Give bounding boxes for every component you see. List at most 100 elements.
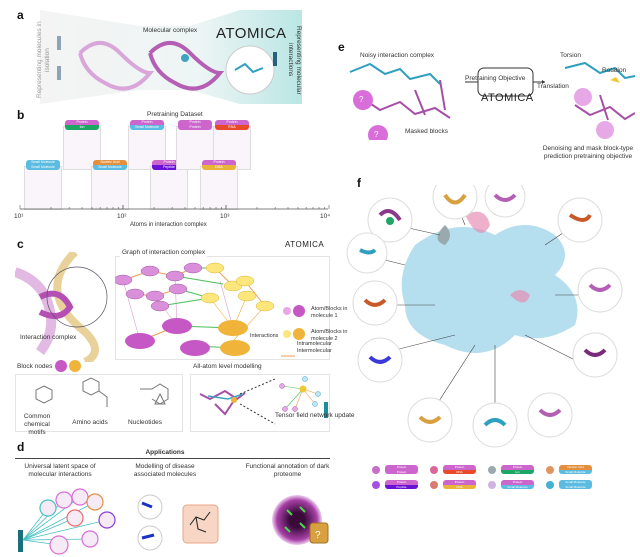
legend-dot — [488, 481, 496, 489]
legend-top: Protein — [443, 465, 476, 470]
legend-bottom: Ion — [501, 469, 534, 474]
legend-top: Protein — [443, 480, 476, 485]
protein-isolated — [78, 41, 155, 91]
embedding-vector-icon — [57, 36, 61, 50]
pretraining-dataset-title: Pretraining Dataset — [147, 111, 203, 118]
legend-bottom: DNA — [443, 484, 476, 489]
intermolecular-label: Intermolecular — [297, 348, 332, 354]
benzene-icon — [35, 385, 53, 404]
legend-dot — [488, 466, 496, 474]
intramolecular-label: Intramolecular — [297, 341, 332, 347]
masked-blocks-label: Masked blocks — [405, 128, 448, 135]
motifs-label: Common chemical motifs — [23, 413, 51, 436]
legend-top: Protein — [501, 465, 534, 470]
objective-caption: Denoising and mask block-type prediction… — [542, 145, 634, 160]
legend-bottom: Peptide — [385, 484, 418, 489]
pill-top: Nucleic Acid — [93, 160, 127, 165]
interaction-complex-caption: Interaction complex — [20, 334, 77, 341]
panel-a-label: a — [17, 8, 24, 22]
panel-e-label: e — [338, 40, 345, 54]
pill-bottom: Ion — [65, 125, 99, 130]
interactions-title: Interactions — [250, 333, 279, 339]
legend-dot — [372, 481, 380, 489]
legend-top: Small Molecule — [559, 480, 592, 485]
graph-title: Graph of interaction complex — [120, 249, 208, 257]
pill-bottom: DNA — [202, 165, 236, 170]
legend-bottom: Small Molecule — [559, 484, 592, 489]
torsion-label: Torsion — [560, 52, 581, 59]
pill-top: Protein — [215, 120, 249, 125]
atomica-logo-small: ATOMICA — [285, 240, 325, 249]
legend-bottom: RNA — [443, 469, 476, 474]
pill-bottom: Small Molecule — [26, 165, 60, 170]
legend-bottom: Protein — [385, 469, 418, 474]
all-atom-title: All-atom level modelling — [193, 363, 262, 370]
translation-label: Translation — [537, 83, 569, 90]
all-atom-box — [190, 374, 330, 432]
chemical-structures — [35, 377, 169, 407]
pretraining-objective-label: Pretraining Objective — [465, 75, 526, 82]
tick-label: 10⁴ — [320, 213, 331, 220]
graph-box — [115, 256, 330, 360]
all-atom-graphic — [199, 376, 328, 425]
pill-top: Protein — [202, 160, 236, 165]
app-disease: Modelling of disease associated molecule… — [133, 463, 197, 478]
pill-bottom: Peptide — [152, 165, 186, 170]
pill-top: Protein — [152, 160, 186, 165]
pill-bottom: Small Molecule — [93, 165, 127, 170]
dataset-card — [91, 166, 129, 210]
panel-c-label: c — [17, 237, 24, 251]
pill-bottom: Small Molecule — [130, 125, 164, 130]
masked-block-question: ? — [359, 95, 364, 104]
pill-top: Protein — [65, 120, 99, 125]
tick-label: 10³ — [220, 213, 230, 220]
interaction-graph — [115, 262, 305, 357]
noisy-caption: Noisy interaction complex — [360, 52, 435, 59]
dna-protein-complex — [15, 252, 108, 362]
legend-dot — [546, 481, 554, 489]
legend-bottom: Small Molecule — [559, 469, 592, 474]
panel-a-background — [40, 10, 302, 104]
cluster-ion — [437, 225, 450, 245]
tryptophan-icon — [82, 377, 108, 407]
embedding-map — [346, 185, 623, 448]
x-axis-title: Atoms in interaction complex — [130, 222, 207, 228]
panel-b-label: b — [17, 108, 25, 122]
applications-title: Applications — [145, 449, 185, 456]
tfn-caption: Tensor field network update — [275, 412, 355, 419]
legend-molecule-1: Atom/Blocks in molecule 1 — [311, 306, 348, 319]
legend-top: Protein — [385, 465, 418, 470]
nucleotide-icon — [140, 383, 169, 405]
tick-label: 10² — [117, 213, 127, 220]
legend-dot — [430, 466, 438, 474]
block-nodes-box — [15, 374, 183, 432]
legend-dot — [372, 466, 380, 474]
legend-top: Nucleic Acid — [559, 465, 592, 470]
masked-block-question: ? — [374, 130, 379, 139]
amino-acids-label: Amino acids — [72, 419, 108, 426]
atomica-logo: ATOMICA — [216, 25, 287, 42]
dataset-card — [200, 166, 238, 210]
pill-bottom: RNA — [215, 125, 249, 130]
tick-label: 10¹ — [14, 213, 24, 220]
block-node-purple — [55, 360, 67, 372]
block-nodes-label: Block nodes — [17, 363, 53, 370]
log-axis — [19, 205, 330, 210]
embedding-vector-icon — [324, 402, 328, 418]
embedding-vector-icon — [273, 52, 277, 66]
atomica-model-box[interactable]: ATOMICA — [481, 92, 534, 104]
nucleotides-label: Nucleotides — [128, 419, 162, 426]
embedding-vector-icon — [57, 66, 61, 80]
legend-dot — [546, 466, 554, 474]
